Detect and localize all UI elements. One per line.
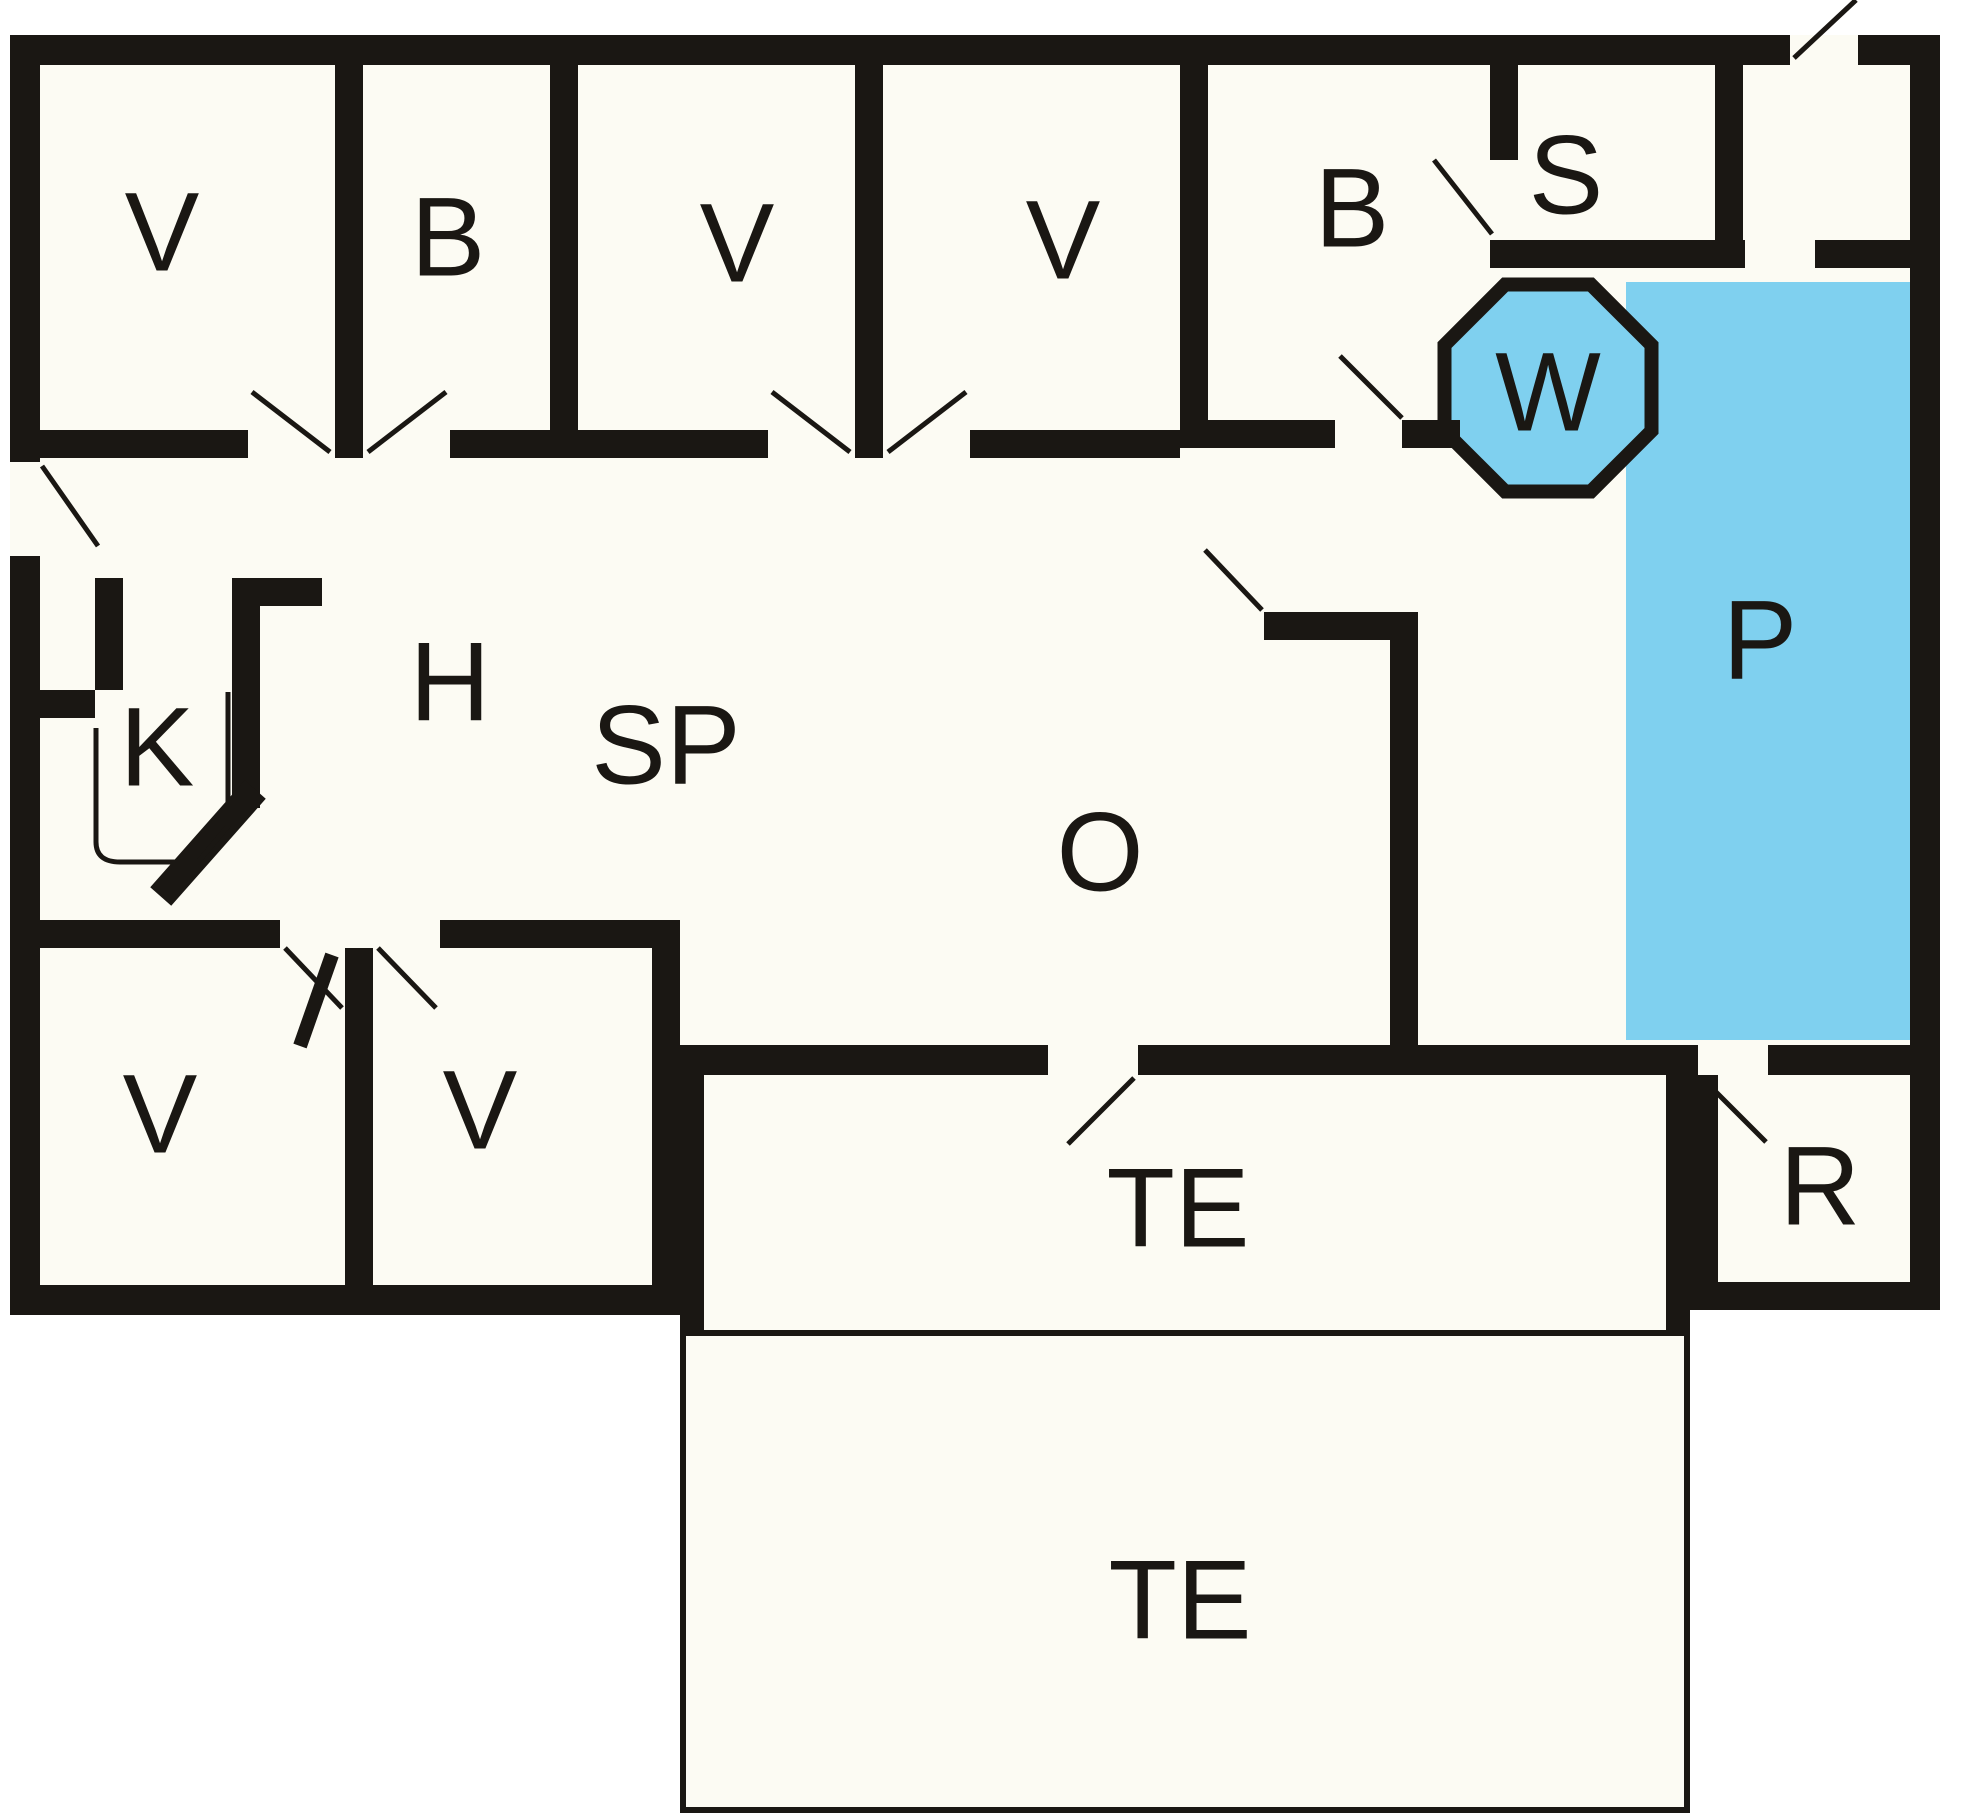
wall-sauna-south	[1490, 240, 1745, 268]
wall-kitchen-north	[232, 578, 322, 606]
wall-south-b2-right	[1402, 420, 1460, 448]
wall-south-v3	[970, 430, 1180, 458]
wall-divider-v4-v5	[345, 948, 373, 1285]
wall-divider-b1-v2	[550, 65, 578, 430]
wall-storage-north	[1768, 1045, 1940, 1075]
floor-main	[10, 35, 1940, 1075]
pool-area	[1626, 282, 1912, 1040]
wall-south-v1	[10, 430, 248, 458]
wall-terrace-east	[1666, 1075, 1690, 1333]
wall-divider-v1-b1	[335, 65, 363, 458]
outer-wall-left-upper	[10, 35, 40, 462]
wall-sauna-west-upper	[1490, 65, 1518, 160]
exterior-walls	[10, 35, 1940, 1315]
wall-kitchen-west	[10, 690, 95, 718]
wall-corner-south	[1815, 240, 1940, 268]
wall-bottom-east	[652, 920, 680, 1315]
wall-sauna-east	[1715, 65, 1743, 240]
wall-divider-v2-v3	[855, 65, 883, 458]
door-swing-v3	[886, 390, 968, 454]
door-swing-v5	[376, 946, 438, 1010]
door-swing-pool-entrance	[1792, 0, 1858, 60]
door-swing-v2	[770, 390, 852, 454]
interior-walls-bottom	[10, 920, 1940, 1333]
door-swing-entrance	[39, 464, 101, 548]
door-leaf-v4	[293, 952, 339, 1049]
wall-bottom-north-right	[440, 920, 680, 948]
door-swing-b2	[1338, 354, 1404, 420]
floor-bottom-right	[1690, 1075, 1940, 1310]
room-label-p: P	[1723, 578, 1798, 703]
door-swing-terrace	[1066, 1076, 1136, 1146]
room-label-v-1: V	[125, 170, 200, 295]
outer-wall-bottom-left	[10, 1285, 680, 1315]
room-label-w: W	[1495, 330, 1601, 455]
terrace-lower	[680, 1330, 1690, 1813]
wall-terrace-west	[680, 1075, 704, 1333]
interior-walls-kitchen	[10, 578, 322, 906]
outer-wall-bottom-right	[1690, 1282, 1940, 1310]
room-label-s: S	[1529, 113, 1604, 238]
room-label-v-5: V	[443, 1048, 518, 1173]
wall-bottom-north-left	[10, 920, 280, 948]
room-label-b-2: B	[1315, 146, 1390, 271]
wall-kitchen-diagonal	[150, 780, 266, 906]
wall-divider-v3-b2	[1180, 65, 1208, 444]
room-label-v-2: V	[700, 181, 775, 306]
wall-kitchen-east	[232, 578, 260, 808]
room-label-o: O	[1056, 790, 1143, 915]
floor-terrace-upper	[680, 1075, 1690, 1333]
room-label-te-2: TE	[1108, 1538, 1251, 1663]
outer-wall-top-left	[10, 35, 1790, 65]
door-swing-v1	[250, 390, 332, 454]
wall-storage-west	[1690, 1075, 1718, 1285]
floor-areas	[10, 35, 1940, 1333]
room-label-sp: SP	[591, 683, 740, 808]
room-label-h: H	[410, 620, 491, 745]
door-swing-hall	[1203, 548, 1264, 612]
room-label-v-4: V	[123, 1052, 198, 1177]
wall-south-living-left	[652, 1045, 1048, 1075]
door-swings	[39, 0, 1858, 1146]
room-label-te-1: TE	[1106, 1146, 1249, 1271]
outer-wall-right	[1910, 35, 1940, 1310]
wall-pool-west	[1390, 612, 1418, 1045]
door-swing-sauna	[1432, 158, 1494, 236]
room-labels: V B V V B S W P H K SP O V V TE R TE	[120, 113, 1861, 1663]
door-swing-b1	[366, 390, 448, 454]
room-label-k: K	[120, 685, 195, 810]
wall-south-b2-left	[1180, 420, 1335, 448]
wall-kitchen-stub	[95, 578, 123, 690]
door-swing-storage	[1700, 1076, 1768, 1144]
interior-walls-living	[1264, 612, 1418, 1045]
room-label-b-1: B	[411, 175, 486, 300]
door-swing-v4	[283, 946, 344, 1010]
kitchen-counter	[93, 692, 231, 865]
room-label-r: R	[1780, 1124, 1861, 1249]
room-label-v-3: V	[1026, 178, 1101, 303]
wall-south-b1-v2	[450, 430, 768, 458]
wall-south-living-right	[1138, 1045, 1698, 1075]
interior-walls-top	[10, 65, 1940, 458]
